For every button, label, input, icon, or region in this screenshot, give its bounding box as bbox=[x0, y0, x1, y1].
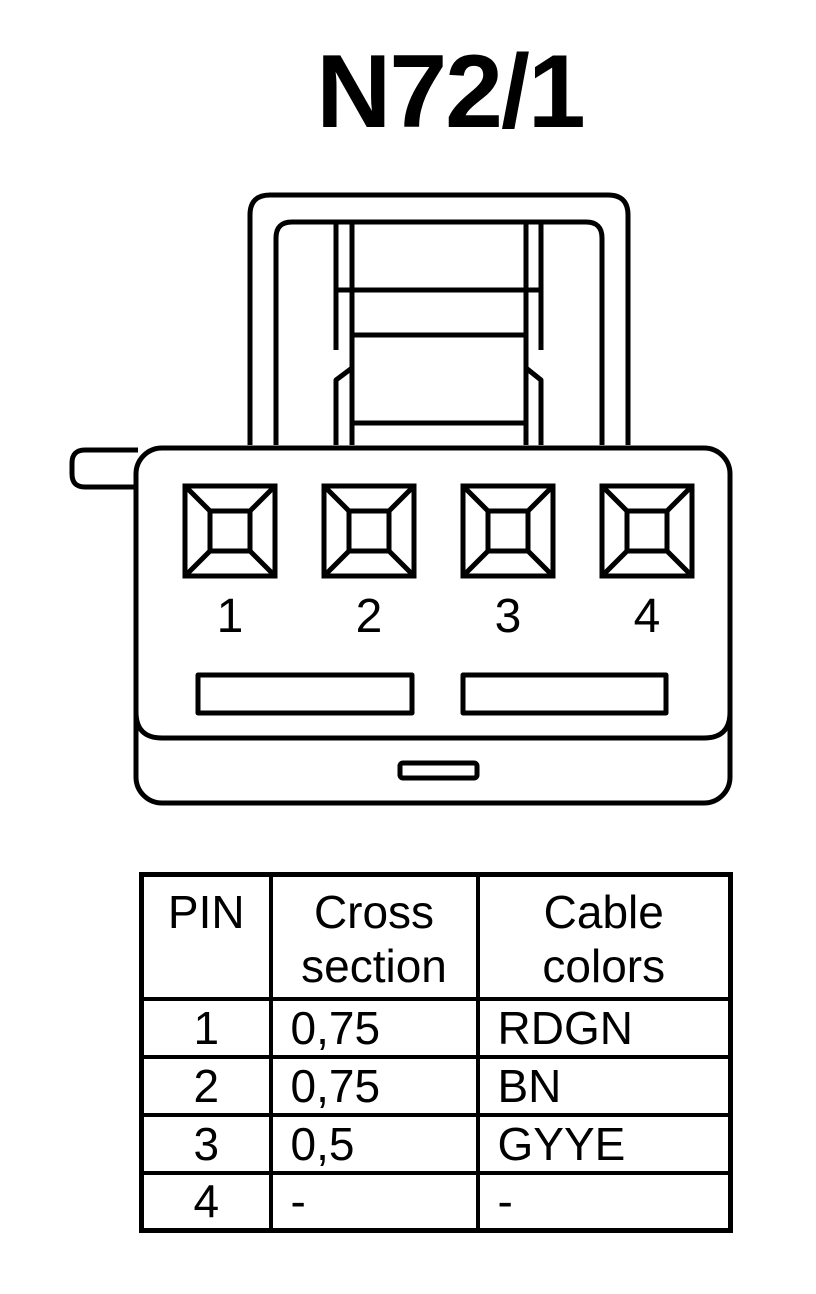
cell-cable-color: RDGN bbox=[475, 996, 733, 1059]
header-cable-colors: Cable colors bbox=[475, 872, 733, 1001]
cell-pin: 3 bbox=[139, 1112, 273, 1175]
header-cable-colors-line1: Cable bbox=[543, 886, 664, 938]
pin-cavity-2 bbox=[321, 483, 417, 579]
connector-housing bbox=[133, 445, 733, 806]
cell-cross-section: 0,75 bbox=[268, 1054, 480, 1117]
pin-cavity-4 bbox=[599, 483, 695, 579]
cell-cross-section: 0,5 bbox=[268, 1112, 480, 1175]
cell-cross-section: - bbox=[268, 1170, 480, 1233]
table-row: 3 0,5 GYYE bbox=[139, 1112, 733, 1175]
cell-cable-color: - bbox=[475, 1170, 733, 1233]
header-cable-colors-line2: colors bbox=[542, 940, 666, 992]
cell-cross-section: 0,75 bbox=[268, 996, 480, 1059]
cell-cable-color: BN bbox=[475, 1054, 733, 1117]
key-slot-left bbox=[195, 672, 415, 716]
pin-cavity-1 bbox=[182, 483, 278, 579]
header-pin: PIN bbox=[139, 872, 273, 1001]
pin-cavity-3 bbox=[460, 483, 556, 579]
table-row: 2 0,75 BN bbox=[139, 1054, 733, 1117]
table-row: 4 - - bbox=[139, 1170, 733, 1233]
header-cross-section-line2: section bbox=[301, 940, 447, 992]
header-cross-section: Cross section bbox=[268, 872, 480, 1001]
pin-number-2: 2 bbox=[356, 590, 383, 643]
cell-pin: 1 bbox=[139, 996, 273, 1059]
pin-number-3: 3 bbox=[495, 590, 522, 643]
diagram-title: N72/1 bbox=[316, 34, 586, 150]
pin-number-4: 4 bbox=[634, 590, 661, 643]
latch-tab bbox=[352, 332, 544, 445]
pin-assignment-table: PIN Cross section Cable colors 1 0,75 RD… bbox=[139, 872, 733, 1233]
cell-pin: 2 bbox=[139, 1054, 273, 1117]
side-peg bbox=[69, 447, 138, 490]
bottom-notch bbox=[397, 760, 480, 781]
cell-pin: 4 bbox=[139, 1170, 273, 1233]
pin-number-1: 1 bbox=[217, 590, 244, 643]
key-slot-right bbox=[460, 672, 669, 716]
table-row: 1 0,75 RDGN bbox=[139, 996, 733, 1059]
connector-drawing: 1 2 3 4 bbox=[69, 192, 733, 806]
header-pin-text: PIN bbox=[167, 886, 245, 938]
table-header-row: PIN Cross section Cable colors bbox=[139, 872, 733, 1001]
locking-bracket bbox=[247, 192, 631, 445]
header-cross-section-line1: Cross bbox=[313, 886, 435, 938]
cell-cable-color: GYYE bbox=[475, 1112, 733, 1175]
locking-bracket-inner bbox=[273, 219, 605, 445]
